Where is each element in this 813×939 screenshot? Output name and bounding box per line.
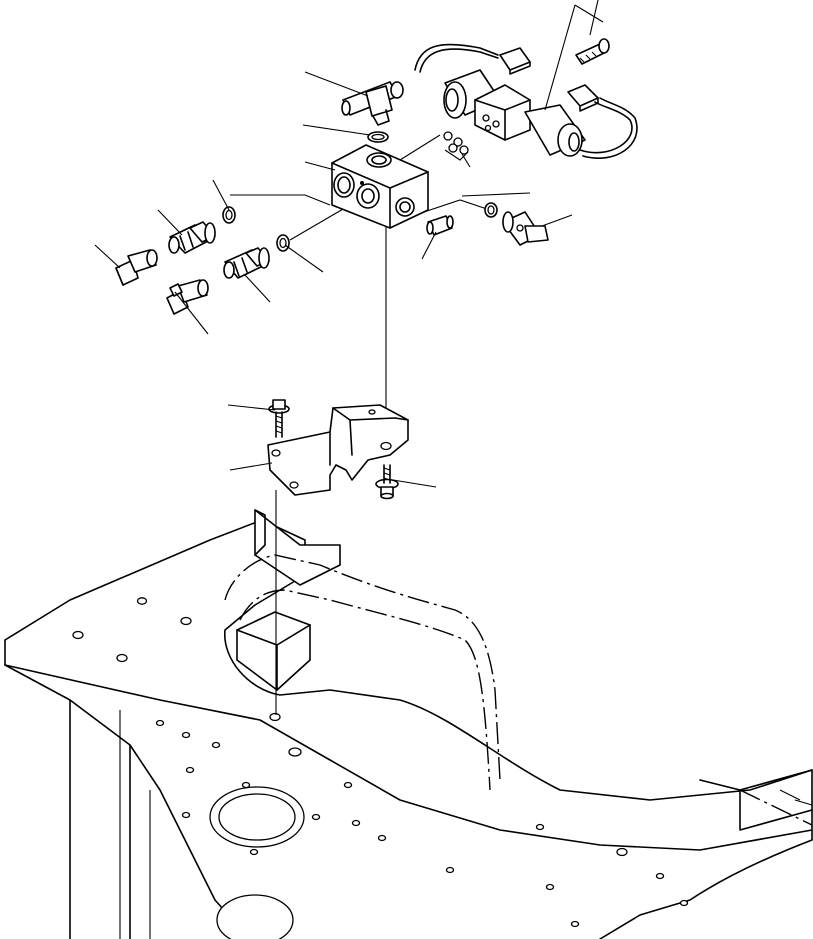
- mounting-bracket: [267, 404, 409, 496]
- frame-top-plate: [4, 519, 813, 939]
- o-ring-left-lower: [276, 234, 290, 252]
- connector-upper: [499, 47, 531, 75]
- flange-bolt-lower: [375, 464, 399, 500]
- straight-fitting-upper: [168, 221, 216, 254]
- straight-fitting-lower: [223, 247, 270, 279]
- connector-lower: [567, 84, 599, 112]
- frame: [4, 509, 813, 939]
- valve-block: [331, 144, 429, 229]
- plug: [426, 215, 454, 236]
- o-ring-right: [484, 202, 498, 218]
- solenoid-bolt: [575, 38, 610, 65]
- elbow-fitting-left-lower: [166, 279, 209, 315]
- flange-bolt-upper: [268, 399, 290, 438]
- solenoid-valve: [414, 43, 638, 159]
- frame-holes: [72, 597, 689, 928]
- frame-hidden-edge: [224, 554, 501, 781]
- small-screws: [443, 131, 469, 161]
- o-ring-top: [367, 131, 389, 143]
- elbow-fitting-top: [341, 81, 404, 126]
- frame-lower-bore: [216, 894, 294, 939]
- leader-lines: [94, 0, 604, 488]
- o-ring-left-upper: [222, 206, 236, 224]
- elbow-fitting-right: [502, 211, 549, 246]
- elbow-fitting-left-upper: [115, 249, 158, 286]
